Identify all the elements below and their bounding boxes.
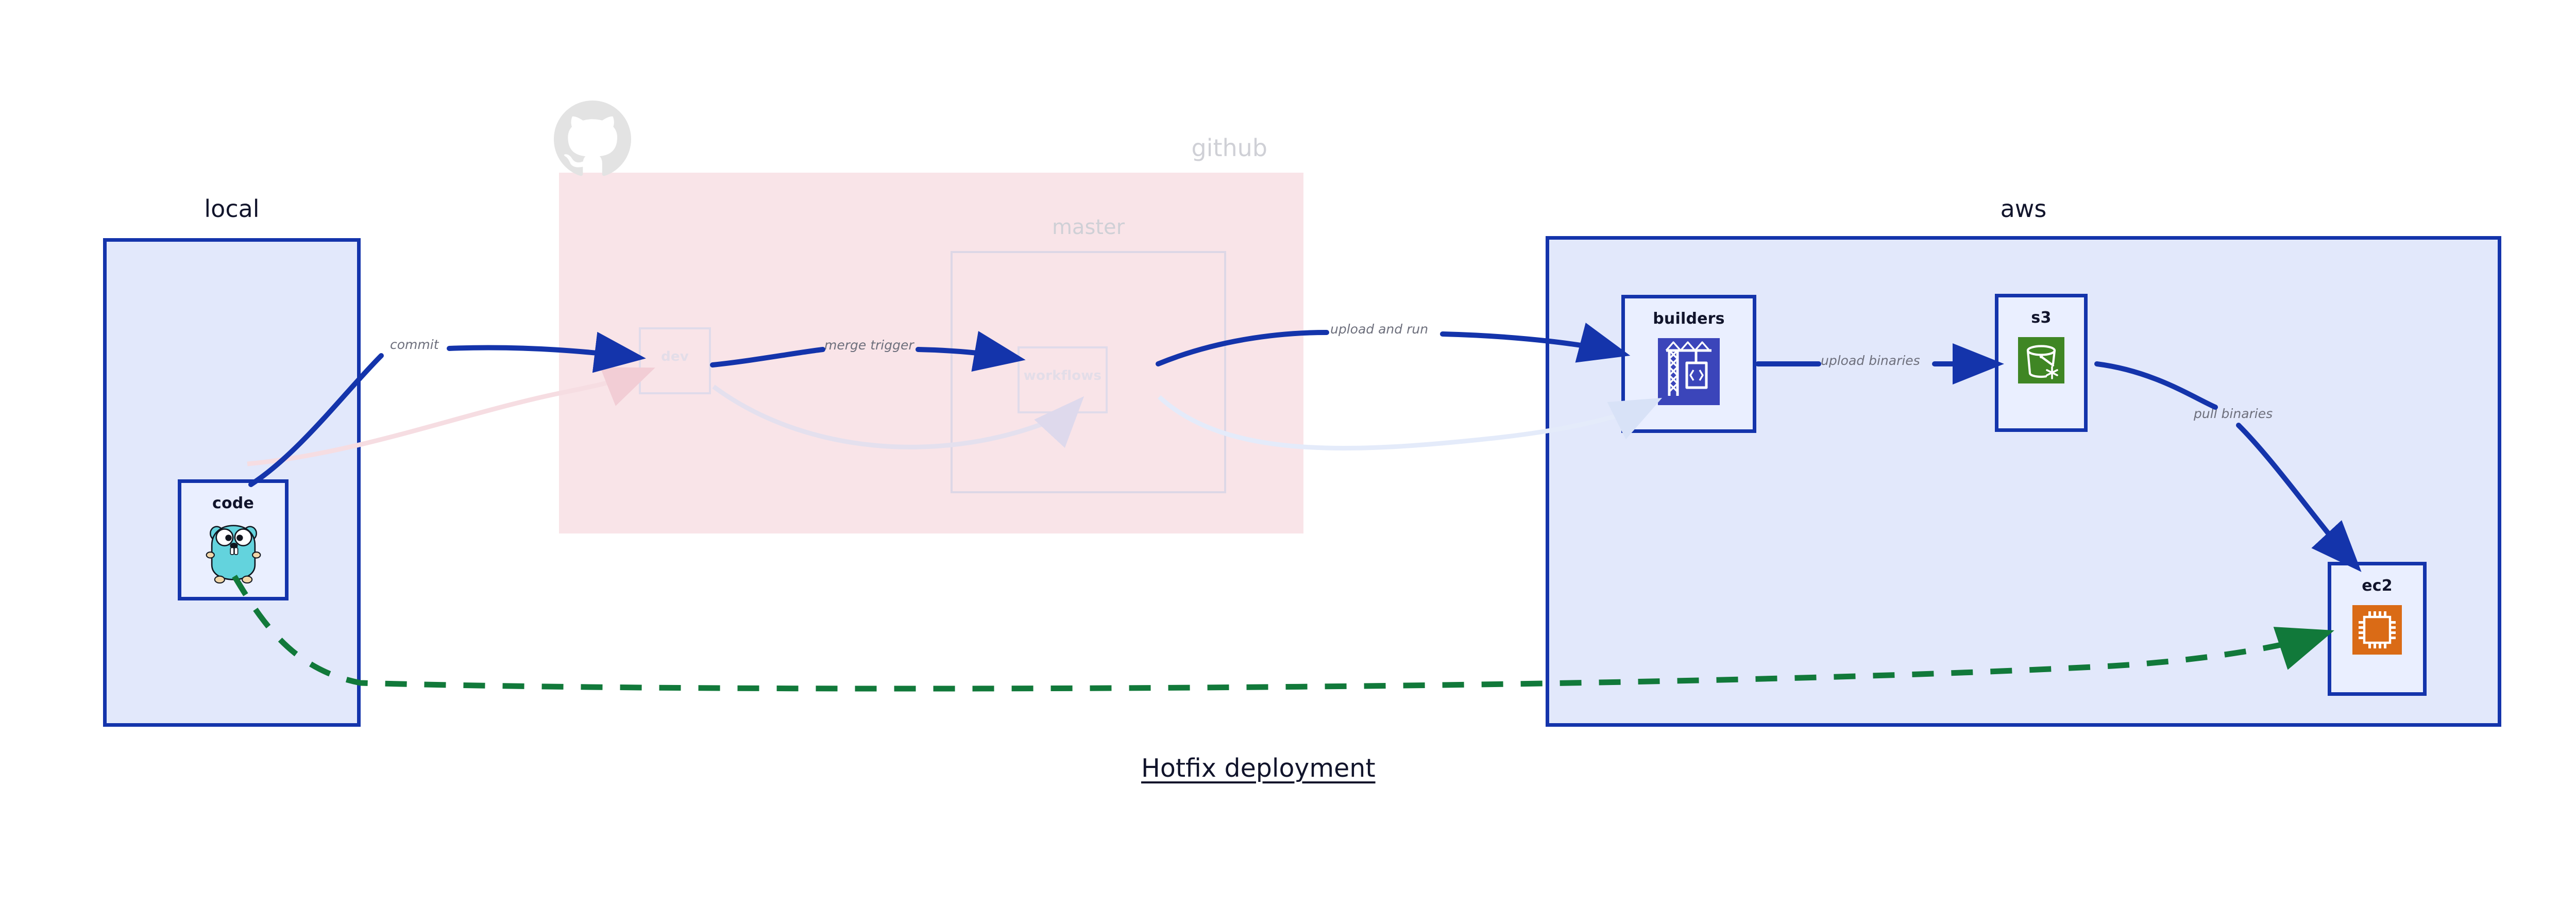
node-workflows[interactable]: workflows: [1018, 346, 1108, 413]
github-octocat-icon: [554, 101, 631, 180]
aws-s3-bucket-icon: [2018, 337, 2064, 386]
aws-codebuild-icon: [1658, 338, 1720, 407]
zone-label-local: local: [204, 195, 260, 223]
edge-label-upload-and-run: upload and run: [1330, 322, 1429, 337]
edge-label-merge-trigger: merge trigger: [824, 338, 914, 353]
group-master[interactable]: [951, 251, 1226, 493]
node-dev-label: dev: [661, 349, 689, 364]
zone-label-github: github: [1191, 134, 1267, 162]
zone-label-aws: aws: [2000, 195, 2047, 223]
aws-ec2-chip-icon: [2352, 605, 2402, 657]
node-dev[interactable]: dev: [639, 327, 711, 394]
node-ec2[interactable]: ec2: [2328, 562, 2427, 696]
node-s3[interactable]: s3: [1995, 294, 2088, 432]
node-code-label: code: [212, 494, 254, 512]
edge-label-upload-binaries: upload binaries: [1821, 353, 1920, 368]
diagram-caption: Hotfix deployment: [1141, 754, 1376, 783]
node-s3-label: s3: [2031, 309, 2052, 327]
node-builders[interactable]: builders: [1621, 295, 1756, 433]
edge-label-commit: commit: [390, 337, 439, 352]
group-label-master: master: [1052, 215, 1125, 239]
edge-label-pull-binaries: pull binaries: [2194, 406, 2273, 421]
node-workflows-label: workflows: [1023, 368, 1102, 383]
node-builders-label: builders: [1653, 310, 1725, 328]
go-gopher-icon: [204, 523, 263, 586]
node-code[interactable]: code: [178, 479, 289, 600]
node-ec2-label: ec2: [2362, 577, 2393, 595]
